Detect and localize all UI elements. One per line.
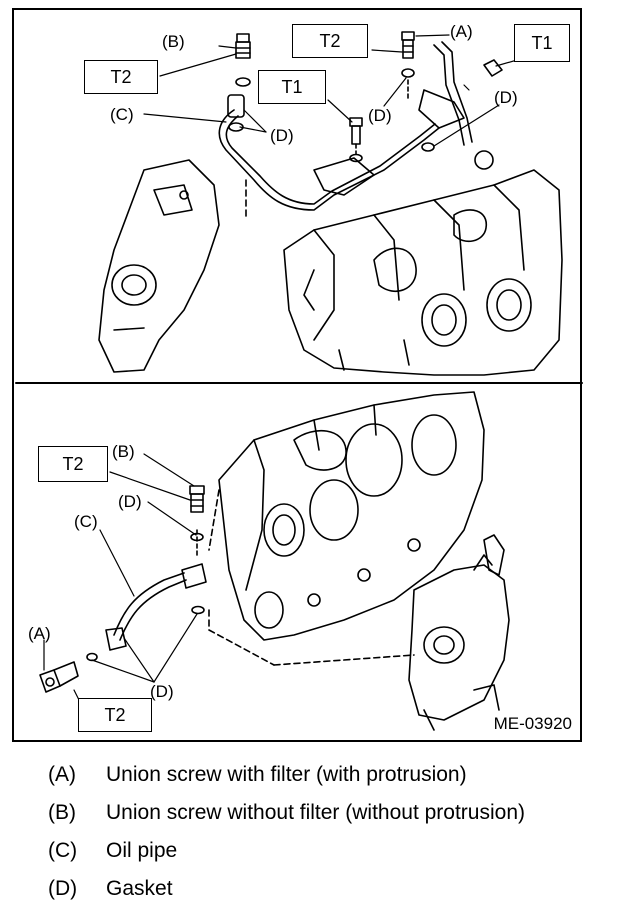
callout-d-top-left: (D) xyxy=(270,126,294,145)
line-art xyxy=(15,31,583,731)
legend-key: (D) xyxy=(48,877,78,900)
top-left-flange-part xyxy=(98,159,220,373)
torque-label: T1 xyxy=(531,32,553,53)
top-engine-block xyxy=(283,150,563,376)
torque-label: T2 xyxy=(62,453,84,474)
bottom-right-flange-part xyxy=(408,534,510,731)
callout-c-bottom: (C) xyxy=(74,512,98,531)
callout-d-bottom-upper: (D) xyxy=(118,492,142,511)
legend-item: (A) Union screw with filter (with protru… xyxy=(48,762,618,800)
legend-text: Gasket xyxy=(106,877,173,900)
top-bolts xyxy=(235,31,503,163)
figure-id: ME-03920 xyxy=(493,714,572,733)
callout-d-top-right: (D) xyxy=(494,88,518,107)
legend-text: Oil pipe xyxy=(106,839,178,862)
legend-key: (C) xyxy=(48,839,78,862)
torque-label: T2 xyxy=(319,30,341,51)
torque-box-t2-bottom-upper: T2 xyxy=(38,446,108,482)
callout-b-top: (B) xyxy=(162,32,185,51)
torque-box-t1-top-right: T1 xyxy=(514,24,570,62)
torque-box-t2-top-left: T2 xyxy=(84,60,158,94)
top-leaders xyxy=(143,34,525,147)
legend-text: Union screw without filter (without prot… xyxy=(106,801,525,824)
callout-b-bottom: (B) xyxy=(112,442,135,461)
exploded-view-figure: (B) T2 (C) (D) T1 T2 (A) (D) T1 (D) T2 (… xyxy=(12,8,583,742)
top-oil-pipe xyxy=(218,41,473,221)
callout-a-bottom: (A) xyxy=(28,624,51,643)
legend-item: (C) Oil pipe xyxy=(48,838,618,876)
torque-label: T1 xyxy=(281,76,303,97)
torque-label: T2 xyxy=(104,704,126,725)
legend-item: (D) Gasket xyxy=(48,876,618,914)
legend-text: Union screw with filter (with protrusion… xyxy=(106,763,467,786)
legend-key: (B) xyxy=(48,801,76,824)
legend: (A) Union screw with filter (with protru… xyxy=(48,762,618,914)
torque-box-t2-top-center: T2 xyxy=(292,24,368,58)
torque-box-t1-top-center: T1 xyxy=(258,70,326,104)
legend-item: (B) Union screw without filter (without … xyxy=(48,800,618,838)
bottom-oil-pipe xyxy=(86,489,415,666)
torque-box-t2-bottom-lower: T2 xyxy=(78,698,152,732)
callout-a-top: (A) xyxy=(450,22,473,41)
bottom-bolts xyxy=(39,485,205,693)
callout-d-bottom-lower: (D) xyxy=(150,682,174,701)
callout-c-top: (C) xyxy=(110,105,134,124)
bottom-engine-block xyxy=(218,391,485,641)
torque-label: T2 xyxy=(110,66,132,87)
callout-d-top-center: (D) xyxy=(368,106,392,125)
legend-key: (A) xyxy=(48,763,76,786)
